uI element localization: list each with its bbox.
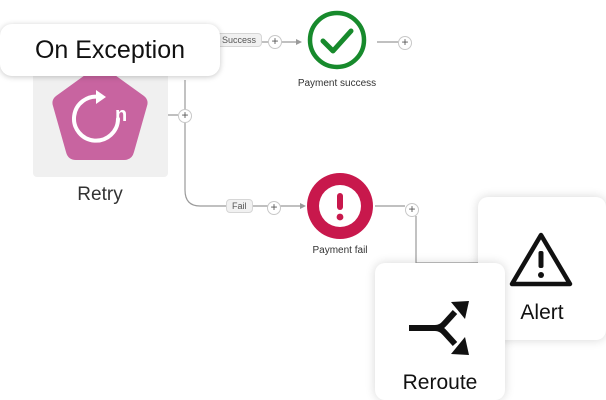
- fail-add-button[interactable]: +: [267, 201, 281, 215]
- fail-chip: Fail: [226, 199, 253, 213]
- fail-next-add-button[interactable]: +: [405, 203, 419, 217]
- svg-text:n: n: [115, 104, 127, 126]
- exception-label: On Exception: [34, 35, 186, 64]
- success-next-add-button[interactable]: +: [398, 36, 412, 50]
- reroute-label: Reroute: [402, 371, 478, 394]
- alert-label: Alert: [520, 301, 564, 324]
- exclamation-icon[interactable]: [306, 172, 374, 240]
- payment-fail-label: Payment fail: [312, 245, 368, 256]
- retry-label: Retry: [77, 184, 123, 205]
- exception-pill[interactable]: On Exception: [0, 24, 220, 76]
- success-chip: Success: [216, 33, 263, 47]
- retry-add-button[interactable]: +: [178, 109, 192, 123]
- retry-n-icon: n: [52, 67, 148, 160]
- success-add-button[interactable]: +: [268, 35, 282, 49]
- checkmark-icon[interactable]: [305, 8, 369, 72]
- split-arrows-icon: [409, 301, 469, 355]
- payment-success-label: Payment success: [297, 78, 377, 89]
- reroute-card[interactable]: Reroute: [375, 263, 505, 400]
- warning-triangle-icon: [509, 232, 573, 287]
